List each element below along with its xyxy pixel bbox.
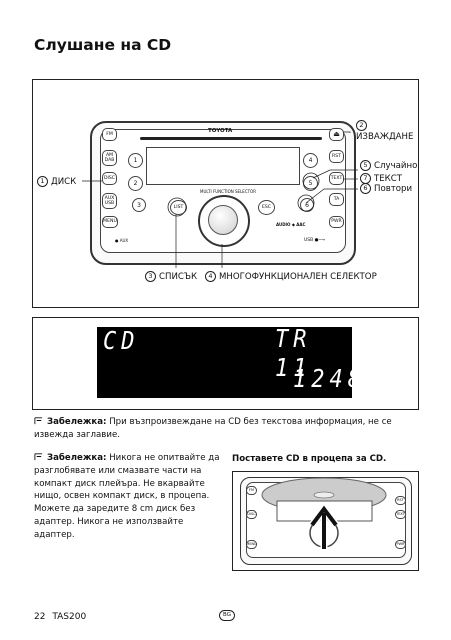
list-highlight	[167, 197, 187, 217]
cd-insert-graphic	[261, 477, 387, 549]
cd-hole	[313, 491, 335, 499]
aux-usb-button[interactable]: AUX USB	[102, 193, 117, 209]
mini-menu-button: MENU	[246, 540, 257, 549]
callout-label: Случайно	[374, 160, 418, 171]
mini-text-button: TEXT	[395, 510, 406, 519]
mini-disc-button: DISC	[246, 510, 257, 519]
aux-jack: ● AUX	[115, 238, 129, 243]
note-text: При възпроизвеждане на CD без текстова и…	[34, 417, 392, 440]
rst-button[interactable]: RST	[329, 150, 344, 163]
note-label: Забележка:	[47, 417, 107, 427]
esc-button[interactable]: ESC	[258, 200, 275, 215]
language-badge: BG	[219, 610, 235, 621]
preset-2-button[interactable]: 2	[128, 176, 143, 191]
page-title: Слушане на CD	[34, 36, 172, 54]
selector-label: MULTI FUNCTION SELECTOR	[200, 189, 256, 194]
eject-button[interactable]: ⏏	[329, 128, 344, 141]
audio-logo: AUDIO ◆ AAC	[276, 222, 306, 227]
callout-label: ТЕКСТ	[374, 173, 403, 184]
note-hand-icon	[34, 417, 43, 425]
radio-unit	[90, 121, 356, 265]
model-name: TAS200	[52, 612, 87, 622]
display-track: TR 11	[275, 325, 312, 383]
callout-label: МНОГОФУНКЦИОНАЛЕН СЕЛЕКТОР	[219, 271, 377, 282]
preset-1-button[interactable]: 1	[128, 153, 143, 168]
eject-leader	[343, 131, 351, 133]
mini-rst-button: RST	[395, 496, 406, 505]
page-number: 22	[34, 612, 46, 622]
callout-eject: 2 ИЗВАЖДАНЕ	[356, 120, 413, 142]
display-source: CD	[103, 327, 140, 356]
menu-button[interactable]: MENU	[102, 216, 118, 228]
pwr-button[interactable]: PWR	[329, 216, 344, 228]
repeat-leader	[305, 188, 358, 204]
callout-number: 4	[205, 271, 216, 282]
callout-label: ДИСК	[51, 176, 77, 187]
insert-arrow-outline	[310, 505, 338, 549]
mini-pwr-button: PWR	[395, 540, 406, 549]
multi-function-selector[interactable]	[198, 195, 250, 247]
note-1: Забележка: При възпроизвеждане на CD без…	[34, 416, 417, 442]
note-text: Никога не опитвайте да разглобявате или …	[34, 453, 220, 540]
callout-random: 5 Случайно	[360, 160, 417, 171]
preset-4-button[interactable]: 4	[303, 153, 318, 168]
list-button[interactable]: LIST	[170, 200, 187, 215]
lcd-display: CD TR 11 1248	[97, 325, 361, 398]
page-footer: 22 TAS200	[34, 612, 86, 622]
callout-number: 5	[360, 160, 371, 171]
note-hand-icon	[34, 453, 43, 461]
ta-button[interactable]: TA	[329, 193, 344, 206]
callout-label: СПИСЪК	[159, 271, 198, 282]
callout-disc: 1 ДИСК	[37, 176, 76, 187]
callout-number: 6	[360, 183, 371, 194]
callout-selector: 4 МНОГОФУНКЦИОНАЛЕН СЕЛЕКТОР	[205, 271, 377, 282]
callout-list: 3 СПИСЪК	[145, 271, 197, 282]
callout-repeat: 6 Повтори	[360, 183, 412, 194]
callout-label: Повтори	[374, 183, 413, 194]
am-dab-button[interactable]: AM DAB	[102, 150, 117, 166]
callout-label: ИЗВАЖДАНЕ	[356, 132, 414, 142]
selector-knob-center	[208, 205, 238, 235]
fm-button[interactable]: FM	[102, 128, 117, 141]
random-highlight	[302, 172, 320, 190]
note-2: Забележка: Никога не опитвайте да разгло…	[34, 452, 224, 542]
callout-number: 2	[356, 120, 367, 131]
usb-port: USB ●⟶	[304, 238, 326, 243]
display-time: 1248	[293, 365, 366, 394]
disc-button[interactable]: DISC	[102, 172, 117, 185]
random-leader	[312, 169, 358, 179]
brand-label: TOYOTA	[208, 128, 233, 134]
insert-caption: Поставете CD в процепа за CD.	[232, 454, 387, 464]
insert-illustration	[232, 471, 419, 571]
preset-3-button[interactable]: 3	[132, 198, 146, 212]
radio-lcd-window	[146, 147, 300, 185]
note-label: Забележка:	[47, 453, 107, 463]
callout-number: 1	[37, 176, 48, 187]
text-button[interactable]: TEXT	[329, 172, 344, 185]
repeat-highlight	[297, 194, 315, 212]
cd-slot	[140, 137, 322, 140]
callout-number: 3	[145, 271, 156, 282]
mini-fm-button: FM	[246, 486, 257, 495]
